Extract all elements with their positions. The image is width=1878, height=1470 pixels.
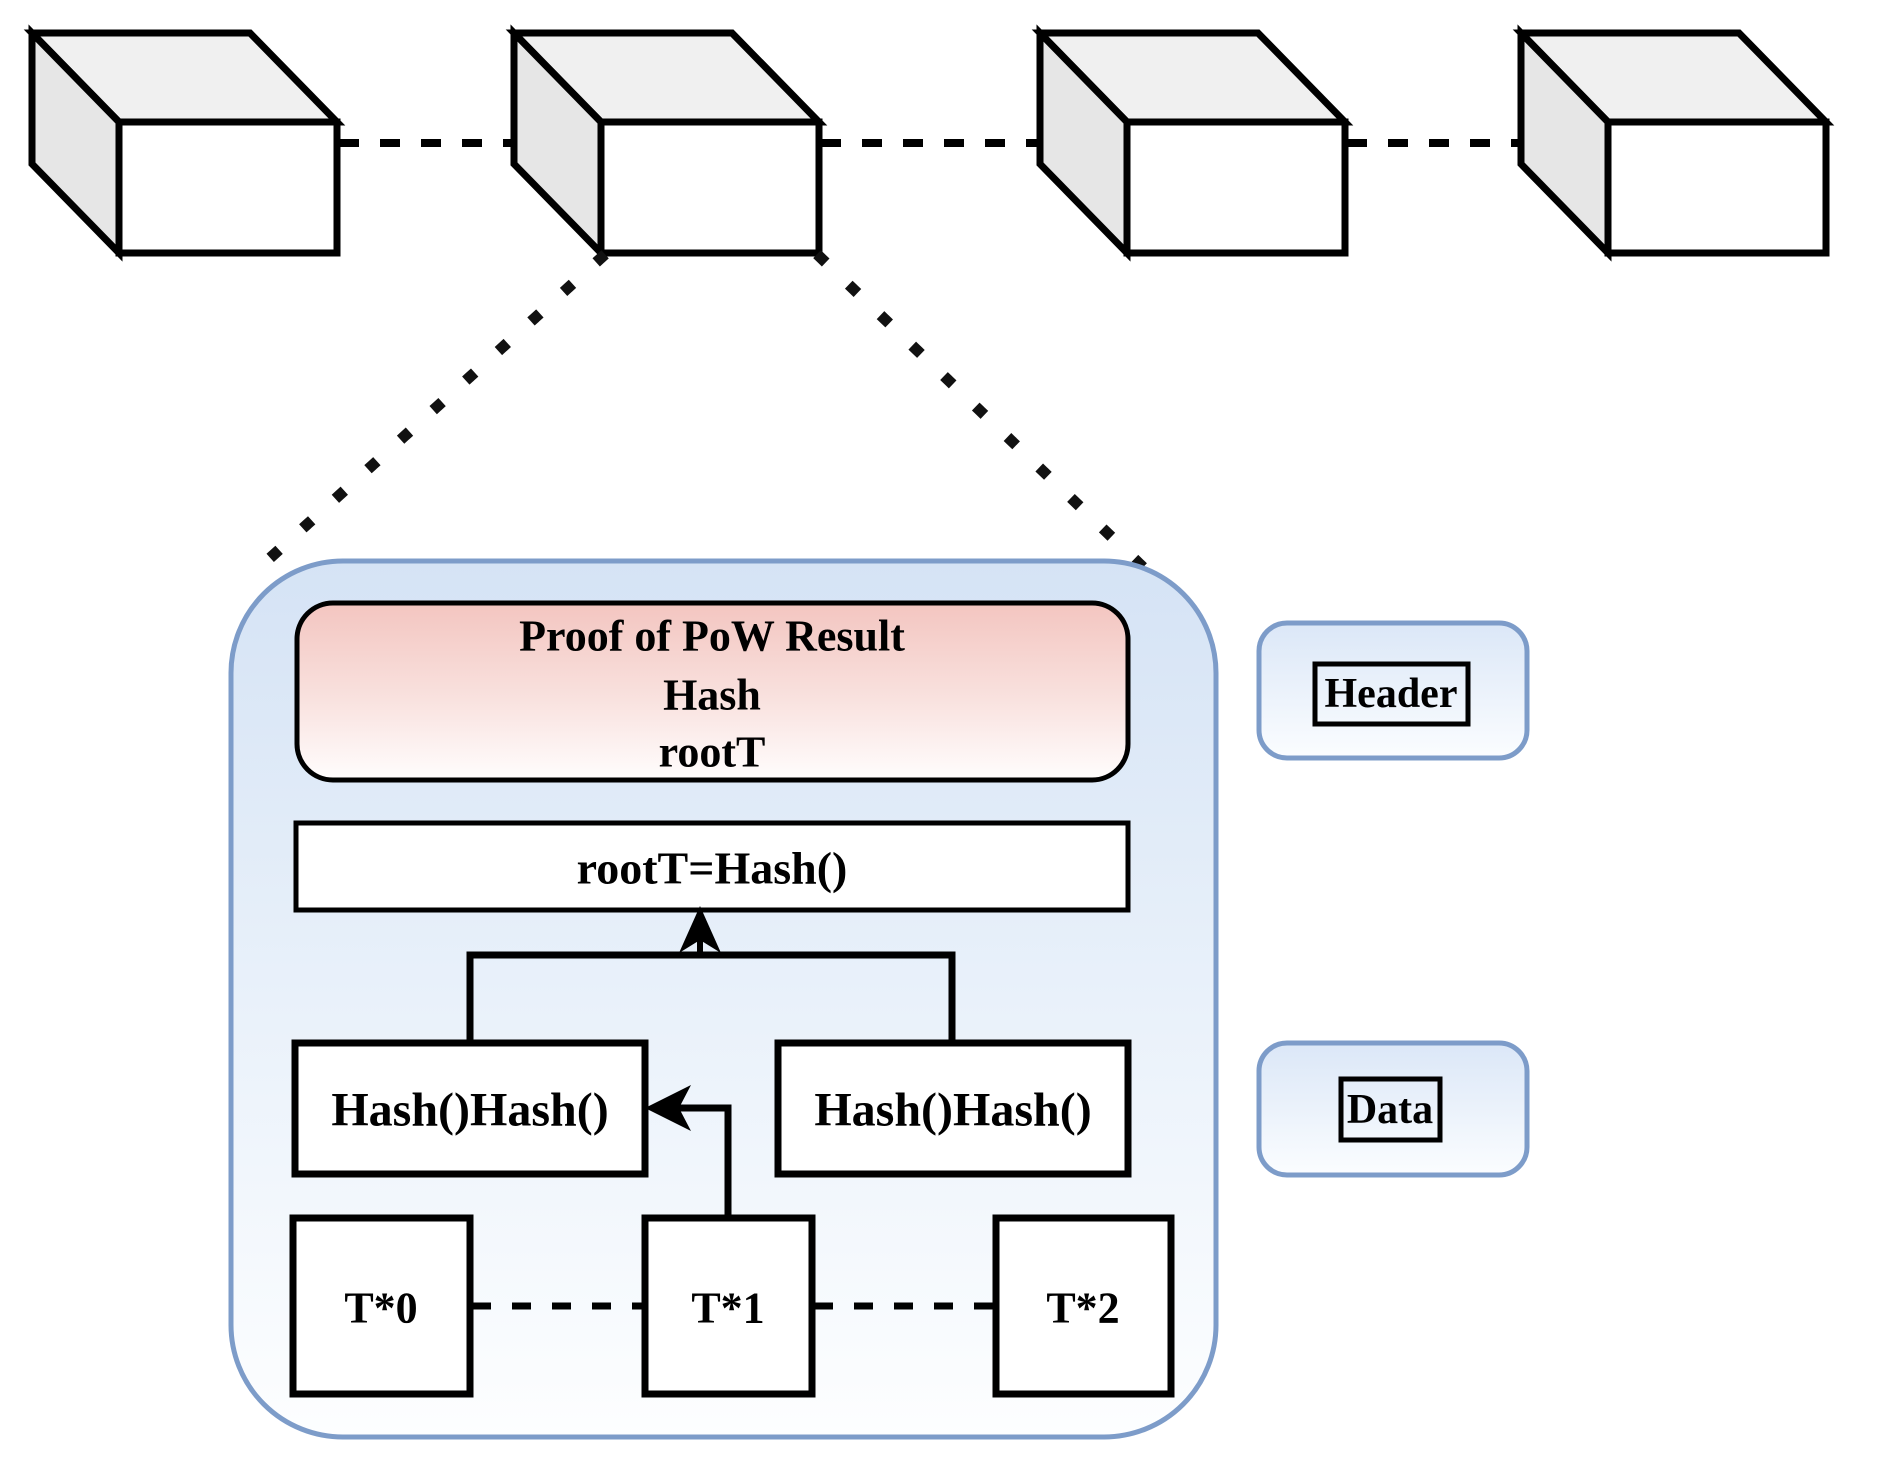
legend-data-inner [1338,1076,1443,1143]
t1-to-hash-connector [678,1104,732,1216]
expansion-line-left [240,250,609,586]
legend-data-outer [1256,1040,1530,1178]
pow-header-line3: rootT [659,728,766,777]
pow-header-line2: Hash [663,671,761,720]
blockchain-row [23,24,1835,262]
merkle-root-label: rootT=Hash() [577,843,848,894]
pow-header-line1: Proof of PoW Result [519,612,905,661]
block-cube-2 [505,24,828,262]
tx-box-2 [992,1214,1175,1398]
hash-node-left-label: Hash()Hash() [331,1084,608,1137]
tx-label-0: T*0 [344,1284,417,1333]
tx-label-1: T*1 [691,1284,764,1333]
expansion-dotted-lines [240,250,1154,586]
tx-box-0 [289,1214,474,1398]
expansion-line-right [813,250,1154,578]
block-cube-1 [23,24,346,262]
legend-header-label: Header [1325,671,1458,717]
legend-header-badge: Header [1256,620,1530,761]
legend-data-label: Data [1347,1087,1433,1133]
block-cube-3 [1031,24,1354,262]
legend-header-inner [1312,661,1471,727]
block-cube-4 [1512,24,1835,262]
t1-arrowhead-left [645,1085,691,1131]
hash-node-left-box [291,1039,649,1178]
merkle-root-box [293,820,1131,913]
hash-node-right-label: Hash()Hash() [814,1084,1091,1137]
tx-label-2: T*2 [1046,1284,1119,1333]
tx-box-1 [641,1214,816,1398]
merkle-bracket-connector [466,951,956,1046]
legend-data-badge: Data [1256,1040,1530,1178]
root-arrowhead-up [679,906,721,953]
hash-node-right-box [774,1039,1132,1178]
pow-header-box [294,600,1131,783]
